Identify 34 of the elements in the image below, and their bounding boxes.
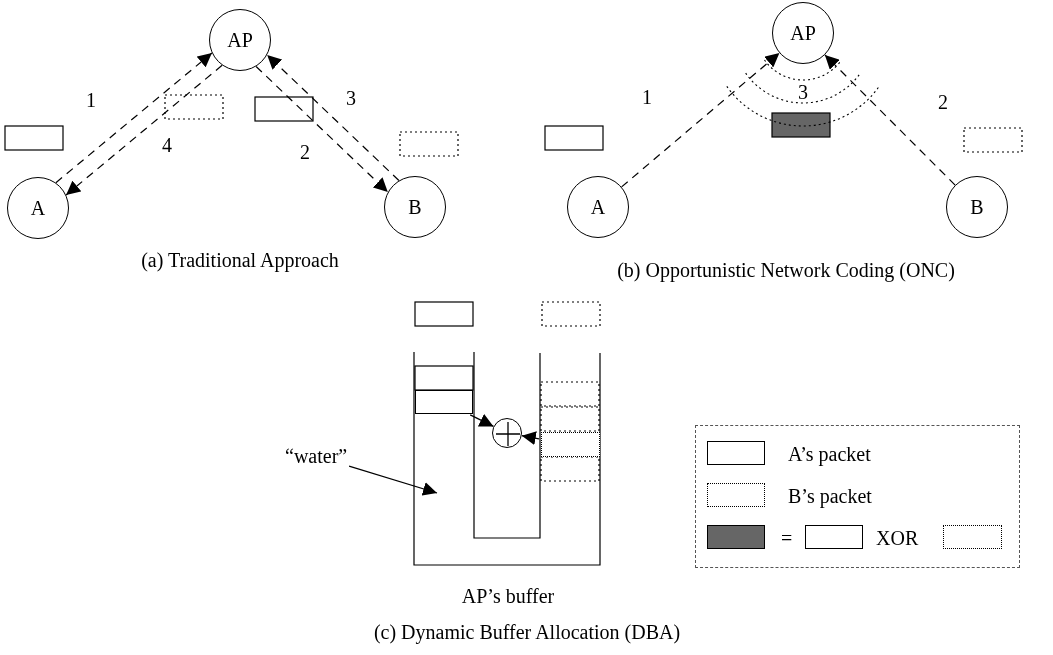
edge-label: 4 xyxy=(162,135,172,155)
arrow xyxy=(55,52,213,184)
arrow xyxy=(266,54,400,182)
node-circle: AP xyxy=(209,9,271,71)
arrow xyxy=(65,64,223,196)
leader-line xyxy=(348,465,438,496)
caption: (c) Dynamic Buffer Allocation (DBA) xyxy=(373,622,681,642)
legend-text: B’s packet xyxy=(788,486,872,506)
caption: (b) Opportunistic Network Coding (ONC) xyxy=(617,260,955,280)
node-circle: AP xyxy=(772,2,834,64)
arrow xyxy=(255,65,389,193)
step-number: 3 xyxy=(798,82,808,102)
arrow xyxy=(469,413,495,427)
arrow xyxy=(621,52,780,188)
xor-circle xyxy=(492,418,522,448)
legend-text: A’s packet xyxy=(788,444,871,464)
edge-label: 1 xyxy=(86,90,96,110)
node-circle: A xyxy=(7,177,69,239)
caption: AP’s buffer xyxy=(461,586,555,606)
node-circle: A xyxy=(567,176,629,238)
edge-label: 1 xyxy=(642,87,652,107)
arrow xyxy=(824,54,956,186)
packet-box xyxy=(415,390,473,414)
arrow xyxy=(521,431,540,446)
caption: (a) Traditional Approach xyxy=(141,250,339,270)
legend-text: XOR xyxy=(876,528,919,548)
legend-text: = xyxy=(781,528,793,548)
packet-box xyxy=(541,432,600,457)
leader-text: “water” xyxy=(285,446,348,466)
edge-label: 3 xyxy=(346,88,356,108)
edge-label: 2 xyxy=(300,142,310,162)
node-circle: B xyxy=(384,176,446,238)
node-circle: B xyxy=(946,176,1008,238)
edge-label: 2 xyxy=(938,92,948,112)
